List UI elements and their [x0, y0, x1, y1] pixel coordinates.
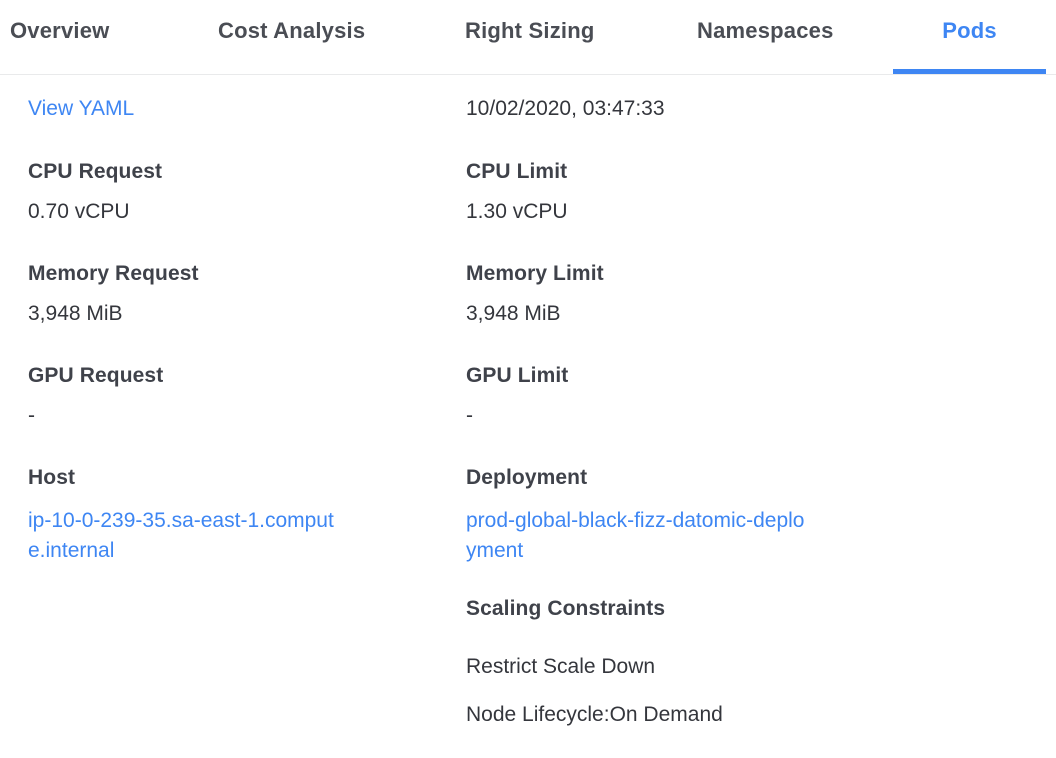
tab-bar: Overview Cost Analysis Right Sizing Name… [0, 0, 1056, 75]
deployment-field: Deployment prod-global-black-fizz-datomi… [466, 466, 1056, 566]
memory-request-value: 3,948 MiB [28, 302, 123, 325]
scaling-constraints-label: Scaling Constraints [466, 597, 666, 620]
view-yaml-cell: View YAML [28, 97, 466, 120]
deployment-link[interactable]: prod-global-black-fizz-datomic-deploymen… [466, 509, 805, 562]
pod-timestamp: 10/02/2020, 03:47:33 [466, 97, 665, 120]
memory-request-label: Memory Request [28, 262, 199, 285]
scaling-constraint-item-restrict-scale-down: Restrict Scale Down [466, 655, 656, 678]
tab-pods[interactable]: Pods [942, 18, 997, 43]
memory-limit-field: Memory Limit 3,948 MiB [466, 262, 1056, 325]
gpu-limit-label: GPU Limit [466, 364, 569, 387]
host-link[interactable]: ip-10-0-239-35.sa-east-1.compute.interna… [28, 509, 334, 562]
tab-namespaces[interactable]: Namespaces [697, 18, 834, 43]
gpu-limit-field: GPU Limit - [466, 364, 1056, 427]
gpu-request-field: GPU Request - [28, 364, 466, 427]
tab-overview[interactable]: Overview [10, 18, 110, 43]
scaling-constraints-section: Scaling Constraints Restrict Scale Down … [466, 597, 1056, 726]
cpu-request-value: 0.70 vCPU [28, 200, 130, 223]
tab-cost-analysis[interactable]: Cost Analysis [218, 18, 366, 43]
gpu-request-label: GPU Request [28, 364, 164, 387]
tab-right-sizing[interactable]: Right Sizing [465, 18, 595, 43]
scaling-constraint-item-node-lifecycle: Node Lifecycle:On Demand [466, 703, 723, 726]
cpu-request-field: CPU Request 0.70 vCPU [28, 160, 466, 223]
gpu-limit-value: - [466, 404, 473, 427]
host-label: Host [28, 466, 76, 489]
deployment-and-scaling-cell: Deployment prod-global-black-fizz-datomi… [466, 466, 1056, 751]
view-yaml-link[interactable]: View YAML [28, 97, 135, 120]
cpu-limit-field: CPU Limit 1.30 vCPU [466, 160, 1056, 223]
gpu-request-value: - [28, 404, 35, 427]
cpu-limit-label: CPU Limit [466, 160, 568, 183]
details-grid: View YAML 10/02/2020, 03:47:33 CPU Reque… [28, 97, 1056, 751]
pod-details-panel: View YAML 10/02/2020, 03:47:33 CPU Reque… [0, 75, 1056, 751]
active-tab-underline [893, 69, 1046, 74]
memory-limit-value: 3,948 MiB [466, 302, 561, 325]
cpu-limit-value: 1.30 vCPU [466, 200, 568, 223]
host-field: Host ip-10-0-239-35.sa-east-1.compute.in… [28, 466, 466, 712]
memory-limit-label: Memory Limit [466, 262, 604, 285]
cpu-request-label: CPU Request [28, 160, 163, 183]
memory-request-field: Memory Request 3,948 MiB [28, 262, 466, 325]
deployment-label: Deployment [466, 466, 588, 489]
